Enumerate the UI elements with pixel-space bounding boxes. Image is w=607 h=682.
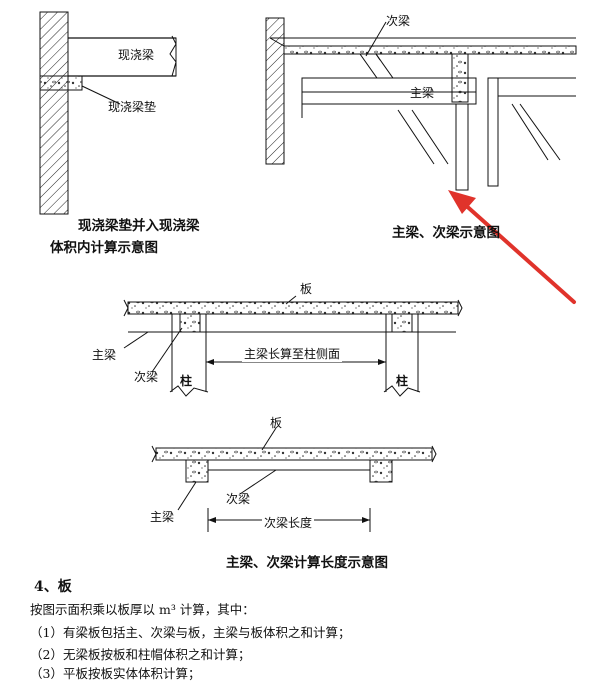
label-secondary-beam-length: 次梁长度 bbox=[262, 514, 315, 531]
label-column-right: 柱 bbox=[396, 374, 409, 388]
red-arrow-annotation bbox=[448, 190, 576, 304]
label-secondary-beam-3: 次梁 bbox=[134, 370, 159, 384]
list-item: （1）有梁板包括主、次梁与板，主梁与板体积之和计算； bbox=[30, 625, 351, 640]
label-secondary-beam-4: 次梁 bbox=[226, 492, 251, 506]
label-main-beam-4: 主梁 bbox=[150, 510, 175, 524]
label-slab-3: 板 bbox=[300, 282, 313, 296]
figure2-caption: 主梁、次梁示意图 bbox=[392, 225, 500, 241]
figure-beam-pad bbox=[39, 11, 177, 215]
list-item: （2）无梁板按板和柱帽体积之和计算； bbox=[30, 647, 251, 662]
list-item: （3）平板按板实体体积计算； bbox=[30, 666, 201, 681]
figure-main-beam-length bbox=[123, 295, 463, 397]
main-figure-caption: 主梁、次梁计算长度示意图 bbox=[226, 555, 388, 571]
label-cast-beam: 现浇梁 bbox=[118, 48, 155, 62]
label-main-beam-iso: 主梁 bbox=[410, 86, 435, 100]
figure-secondary-beam-length bbox=[151, 427, 437, 532]
label-column-left: 柱 bbox=[180, 374, 193, 388]
section-intro: 按图示面积乘以板厚以 m³ 计算，其中： bbox=[30, 602, 255, 617]
label-secondary-beam-iso: 次梁 bbox=[386, 14, 411, 28]
label-main-beam-3: 主梁 bbox=[92, 348, 117, 362]
section-heading: 4、板 bbox=[34, 579, 72, 595]
figure1-caption-line1: 现浇梁垫并入现浇梁 bbox=[78, 218, 200, 234]
label-beam-pad: 现浇梁垫 bbox=[108, 100, 157, 114]
label-main-beam-length: 主梁长算至柱侧面 bbox=[242, 345, 343, 362]
label-slab-4: 板 bbox=[270, 416, 283, 430]
figure1-caption-line2: 体积内计算示意图 bbox=[50, 240, 158, 256]
figure-beam-isometric bbox=[265, 17, 577, 191]
